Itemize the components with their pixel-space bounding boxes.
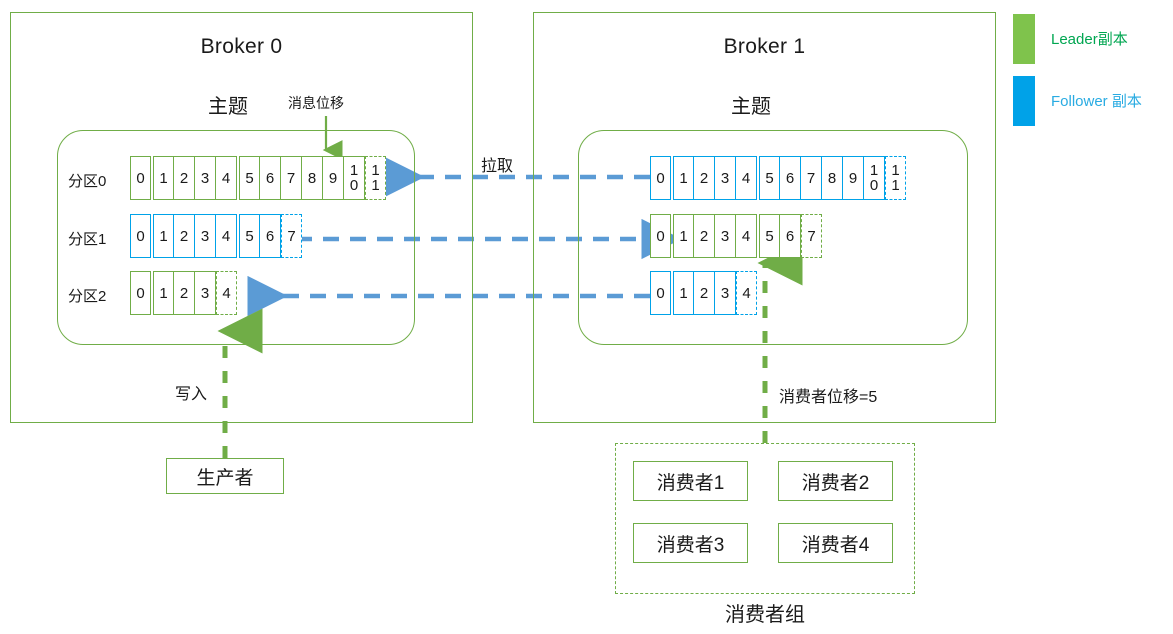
message-cell: 1 <box>673 156 694 200</box>
message-offset-label: 消息位移 <box>288 95 344 111</box>
message-cell: 3 <box>195 156 216 200</box>
consumer-3-label: 消费者3 <box>656 534 725 556</box>
broker-0-title: Broker 0 <box>200 35 283 58</box>
broker-0-partition-1-label: 分区1 <box>68 231 107 248</box>
message-cell: 3 <box>195 271 216 315</box>
consumer-2-box[interactable]: 消费者2 <box>778 461 893 501</box>
consumer-offset-label: 消费者位移=5 <box>779 389 878 406</box>
message-cell: 2 <box>694 156 715 200</box>
message-cell: 3 <box>715 271 736 315</box>
message-cell: 4 <box>216 214 237 258</box>
broker-0-partition-0-label: 分区0 <box>68 173 107 190</box>
legend-label-leader: Leader副本 <box>1051 31 1128 48</box>
message-cell: 6 <box>260 214 281 258</box>
broker-1-title: Broker 1 <box>723 35 806 58</box>
message-cell: 4 <box>216 156 237 200</box>
message-cell: 0 <box>650 271 671 315</box>
broker-0-topic-box <box>57 130 415 345</box>
message-cell: 8 <box>822 156 843 200</box>
pending-message-cell: 4 <box>216 271 237 315</box>
message-cell: 5 <box>239 214 260 258</box>
message-cell: 9 <box>843 156 864 200</box>
consumer-3-box[interactable]: 消费者3 <box>633 523 748 563</box>
message-cell: 5 <box>759 214 780 258</box>
message-cell: 0 <box>650 156 671 200</box>
message-cell: 6 <box>260 156 281 200</box>
producer-box[interactable]: 生产者 <box>166 458 284 494</box>
message-cell: 1 <box>673 271 694 315</box>
message-cell: 1 <box>153 271 174 315</box>
message-cell: 1 <box>673 214 694 258</box>
consumer-2-label: 消费者2 <box>801 472 870 494</box>
message-cell: 1 <box>153 214 174 258</box>
broker-1-box: Broker 1 <box>533 12 996 423</box>
broker-0-partition-2-label: 分区2 <box>68 288 107 305</box>
message-cell: 2 <box>174 214 195 258</box>
legend-label-follower: Follower 副本 <box>1051 93 1142 110</box>
message-cell: 8 <box>302 156 323 200</box>
legend-swatch-leader <box>1013 14 1035 64</box>
replication-label: 拉取 <box>481 158 514 175</box>
legend-swatch-follower <box>1013 76 1035 126</box>
message-cell: 1 <box>153 156 174 200</box>
message-cell: 2 <box>174 156 195 200</box>
pending-message-cell: 7 <box>801 214 822 258</box>
message-cell: 2 <box>174 271 195 315</box>
consumer-1-label: 消费者1 <box>656 472 725 494</box>
producer-label: 生产者 <box>196 467 254 489</box>
message-cell: 0 <box>130 271 151 315</box>
message-cell: 0 <box>650 214 671 258</box>
message-cell: 0 <box>130 214 151 258</box>
consumer-group-caption: 消费者组 <box>725 604 805 626</box>
message-cell: 7 <box>281 156 302 200</box>
consumer-4-box[interactable]: 消费者4 <box>778 523 893 563</box>
consumer-4-label: 消费者4 <box>801 534 870 556</box>
message-cell: 9 <box>323 156 344 200</box>
write-label: 写入 <box>175 386 208 403</box>
message-cell: 5 <box>759 156 780 200</box>
message-cell: 7 <box>801 156 822 200</box>
message-cell: 3 <box>715 214 736 258</box>
message-cell: 3 <box>195 214 216 258</box>
pending-message-cell: 7 <box>281 214 302 258</box>
message-cell: 6 <box>780 214 801 258</box>
consumer-1-box[interactable]: 消费者1 <box>633 461 748 501</box>
pending-message-cell: 4 <box>736 271 757 315</box>
message-cell: 4 <box>736 214 757 258</box>
broker-1-topic-label: 主题 <box>731 96 771 118</box>
message-cell: 4 <box>736 156 757 200</box>
message-cell: 3 <box>715 156 736 200</box>
message-cell: 5 <box>239 156 260 200</box>
consumer-group-box <box>615 443 915 594</box>
message-cell: 6 <box>780 156 801 200</box>
broker-0-topic-label: 主题 <box>208 96 248 118</box>
message-cell: 0 <box>130 156 151 200</box>
message-cell: 2 <box>694 271 715 315</box>
broker-0-box: Broker 0 <box>10 12 473 423</box>
broker-1-topic-box <box>578 130 968 345</box>
message-cell: 2 <box>694 214 715 258</box>
